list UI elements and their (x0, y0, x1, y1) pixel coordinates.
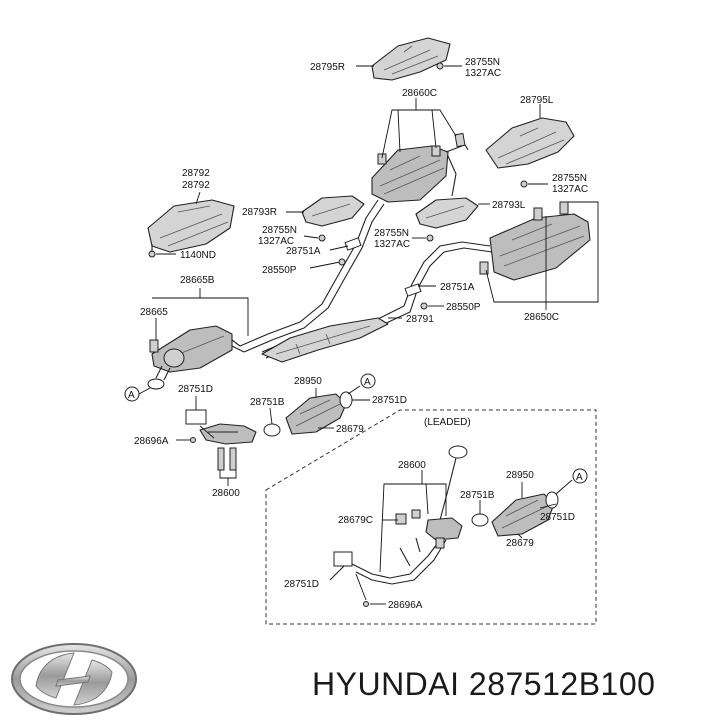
label-28755N: 28755N (262, 225, 297, 236)
label-28792: 28792 (182, 180, 210, 191)
ref-circle-icon (360, 373, 376, 389)
leader-line (309, 261, 341, 269)
leader-line (431, 109, 437, 149)
label-28751A: 28751A (286, 246, 321, 257)
callout-labels: 28795R 28755N 1327AC 28660C 28795L 28755… (128, 57, 588, 611)
leader-line (539, 503, 557, 509)
heat-shield-28793R (301, 195, 365, 227)
leader-line (517, 533, 523, 539)
label-28751A: 28751A (440, 282, 475, 293)
label-28950: 28950 (506, 470, 534, 481)
front-resonator-28665 (147, 325, 245, 390)
leader-line (329, 245, 349, 251)
label-28755N: 28755N (465, 57, 500, 68)
bolt-icon (520, 180, 528, 188)
bolt-icon (436, 62, 444, 70)
leader-line (138, 387, 151, 395)
ref-label-A: A (576, 472, 583, 483)
part-caption: HYUNDAI 287512B100 (312, 666, 716, 706)
label-28696A: 28696A (388, 600, 423, 611)
bolt-icon (318, 234, 326, 242)
part-number: 287512B100 (468, 666, 656, 702)
heat-shield-28792 (147, 199, 235, 253)
catalytic-converter-28950 (263, 391, 353, 437)
leader-line (425, 483, 429, 515)
label-28696A: 28696A (134, 436, 169, 447)
label-28792: 28792 (182, 168, 210, 179)
bolt-icon (426, 234, 434, 242)
leader-line (397, 109, 401, 153)
leaded-title: (LEADED) (424, 417, 471, 428)
label-28755N: 28755N (374, 228, 409, 239)
leader-line (303, 235, 319, 239)
leader-line (555, 479, 573, 495)
label-28795R: 28795R (310, 62, 345, 73)
label-28751B: 28751B (460, 490, 495, 501)
label-1327AC: 1327AC (465, 68, 501, 79)
leader-line (347, 385, 361, 395)
leader-line (329, 565, 345, 581)
label-28550P: 28550P (262, 265, 297, 276)
ref-label-A: A (128, 390, 135, 401)
label-28795L: 28795L (520, 95, 554, 106)
center-muffler-28660C (371, 132, 469, 203)
leader-line (152, 297, 249, 336)
ref-label-A: A (364, 377, 371, 388)
leader-line (269, 407, 273, 425)
label-28791: 28791 (406, 314, 434, 325)
label-28751D: 28751D (372, 395, 407, 406)
heat-shield-28791 (261, 317, 389, 363)
leader-line (379, 483, 447, 573)
hyundai-logo-icon (11, 643, 137, 715)
exhaust-manifold-28600 (185, 409, 257, 471)
label-28600: 28600 (398, 460, 426, 471)
label-28679C: 28679C (338, 515, 373, 526)
label-28660C: 28660C (402, 88, 437, 99)
label-28793L: 28793L (492, 200, 526, 211)
label-28751D: 28751D (178, 384, 213, 395)
label-28665: 28665 (140, 307, 168, 318)
heat-shield-28793L (415, 197, 479, 229)
heat-shield-28795L (485, 117, 575, 169)
label-1140ND: 1140ND (180, 250, 216, 261)
brand-name: HYUNDAI (312, 666, 460, 702)
label-1327AC: 1327AC (552, 184, 588, 195)
label-1327AC: 1327AC (374, 239, 410, 250)
label-28751D: 28751D (284, 579, 319, 590)
label-28755N: 28755N (552, 173, 587, 184)
leader-line (219, 470, 237, 479)
label-28793R: 28793R (242, 207, 277, 218)
label-28751D: 28751D (540, 512, 575, 523)
ref-circle-icon (572, 468, 588, 484)
label-28550P: 28550P (446, 302, 481, 313)
leader-line (355, 573, 367, 601)
leader-line (195, 191, 201, 205)
label-28650C: 28650C (524, 312, 559, 323)
label-1327AC: 1327AC (258, 236, 294, 247)
leader-line (485, 201, 599, 303)
label-28665B: 28665B (180, 275, 215, 286)
label-28679: 28679 (506, 538, 534, 549)
leaded-variant-box (265, 409, 597, 625)
label-28679: 28679 (336, 424, 364, 435)
label-28600: 28600 (212, 488, 240, 499)
label-28751B: 28751B (250, 397, 285, 408)
heat-shield-28795R (371, 37, 451, 81)
leaded-manifold-28600 (333, 445, 468, 585)
rear-muffler-28650C (479, 201, 591, 281)
label-28950: 28950 (294, 376, 322, 387)
